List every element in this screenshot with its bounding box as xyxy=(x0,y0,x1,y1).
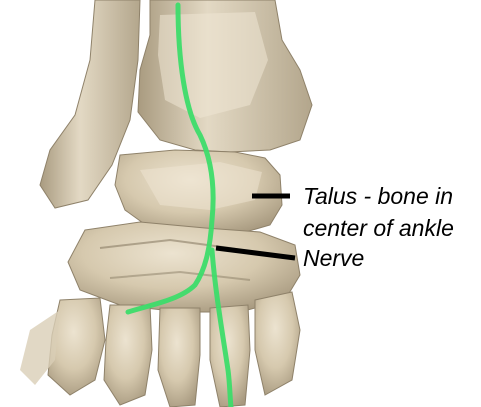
talus-label-line2: center of ankle xyxy=(303,215,454,241)
metatarsal-2 xyxy=(104,305,152,405)
nerve-label: Nerve xyxy=(303,245,364,271)
talus-label-line1: Talus - bone in xyxy=(303,183,453,209)
